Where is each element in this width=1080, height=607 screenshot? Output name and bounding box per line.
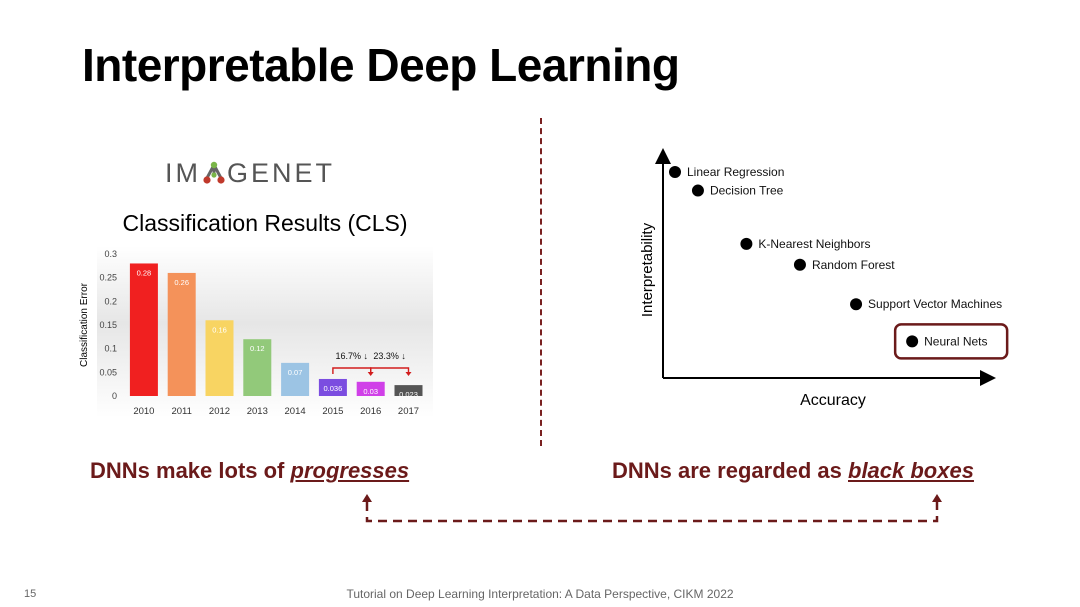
bar-value-label: 0.16 xyxy=(212,325,227,334)
slide-title: Interpretable Deep Learning xyxy=(82,39,680,91)
left-caption-emphasis: progresses xyxy=(290,458,410,483)
y-tick-label: 0.25 xyxy=(99,273,117,283)
annotation-bracket xyxy=(370,367,410,374)
bar-2011 xyxy=(167,272,196,396)
bar-value-label: 0.28 xyxy=(137,268,152,277)
scatter-point-label: Linear Regression xyxy=(687,165,784,179)
bar-value-label: 0.03 xyxy=(363,387,378,396)
bar-2010 xyxy=(129,263,158,396)
bar-value-label: 0.07 xyxy=(288,368,303,377)
bar-2016 xyxy=(356,381,385,396)
x-tick-label: 2010 xyxy=(133,406,154,417)
y-tick-label: 0 xyxy=(112,391,117,401)
x-tick-label: 2012 xyxy=(209,406,230,417)
bar-value-label: 0.12 xyxy=(250,344,265,353)
bar-chart-title: Classification Results (CLS) xyxy=(122,210,408,236)
scatter-point xyxy=(850,298,863,311)
annotation-label: 16.7% ↓ xyxy=(336,351,369,361)
interpretability-scatter: Interpretability Accuracy Linear Regress… xyxy=(630,148,1030,418)
left-caption: DNNs make lots of progresses xyxy=(90,458,409,484)
y-tick-label: 0.05 xyxy=(99,367,117,377)
bar-2017 xyxy=(394,385,423,396)
x-tick-label: 2014 xyxy=(285,406,306,417)
right-caption: DNNs are regarded as black boxes xyxy=(612,458,974,484)
y-tick-label: 0.2 xyxy=(104,296,117,306)
highlight-box xyxy=(893,323,1009,360)
scatter-point xyxy=(740,237,753,250)
scatter-point-label: K-Nearest Neighbors xyxy=(758,237,870,251)
bar-value-label: 0.036 xyxy=(324,384,343,393)
y-axis-label: Classification Error xyxy=(79,282,90,367)
right-caption-prefix: DNNs are regarded as xyxy=(612,458,848,483)
right-caption-emphasis: black boxes xyxy=(848,458,974,483)
y-tick-label: 0.3 xyxy=(104,249,117,259)
bar-chart: Classification Error 0.3 0.25 0.2 0.15 0.1 0.0… xyxy=(75,240,435,420)
caption-connector xyxy=(355,488,955,533)
x-tick-label: 2011 xyxy=(171,406,191,417)
bar-value-label: 0.26 xyxy=(174,278,189,287)
scatter-point-label: Random Forest xyxy=(812,258,895,272)
page-number: 15 xyxy=(24,588,37,600)
imagenet-logo: IM GENET xyxy=(165,158,335,189)
annotation-arrow xyxy=(405,372,412,376)
scatter-point xyxy=(793,258,806,271)
bar-2014 xyxy=(281,362,310,396)
bar-chart-svg: Classification Error 0.3 0.25 0.2 0.15 0.1 0.0… xyxy=(79,246,433,418)
x-tick-label: 2017 xyxy=(398,406,419,417)
bar-2013 xyxy=(243,339,272,396)
panel-divider xyxy=(540,118,542,446)
scatter-point-label: Decision Tree xyxy=(710,184,784,198)
x-tick-label: 2013 xyxy=(247,406,268,417)
y-axis-label: Interpretability xyxy=(639,222,656,317)
footer-text: Tutorial on Deep Learning Interpretation… xyxy=(346,587,734,601)
scatter-point xyxy=(906,335,919,348)
scatter-point xyxy=(691,184,704,197)
left-caption-prefix: DNNs make lots of xyxy=(90,458,291,483)
x-axis-label: Accuracy xyxy=(800,392,866,409)
x-tick-label: 2016 xyxy=(360,406,381,417)
bar-value-label: 0.023 xyxy=(399,390,418,399)
scatter-point-label: Neural Nets xyxy=(924,334,987,348)
x-tick-label: 2015 xyxy=(322,406,343,417)
y-tick-label: 0.1 xyxy=(104,344,117,354)
logo-text-left: IM xyxy=(165,158,201,188)
logo-text-right: GENET xyxy=(227,158,336,188)
y-tick-label: 0.15 xyxy=(99,320,117,330)
scatter-point-label: Support Vector Machines xyxy=(868,297,1002,311)
scatter-point xyxy=(669,166,681,178)
bar-2015 xyxy=(318,378,347,396)
annotation-label: 23.3% ↓ xyxy=(373,351,406,361)
logo-tree-icon xyxy=(202,161,226,187)
scatter-svg: Interpretability Accuracy Linear Regress… xyxy=(639,148,1009,409)
bar-2012 xyxy=(205,320,234,396)
